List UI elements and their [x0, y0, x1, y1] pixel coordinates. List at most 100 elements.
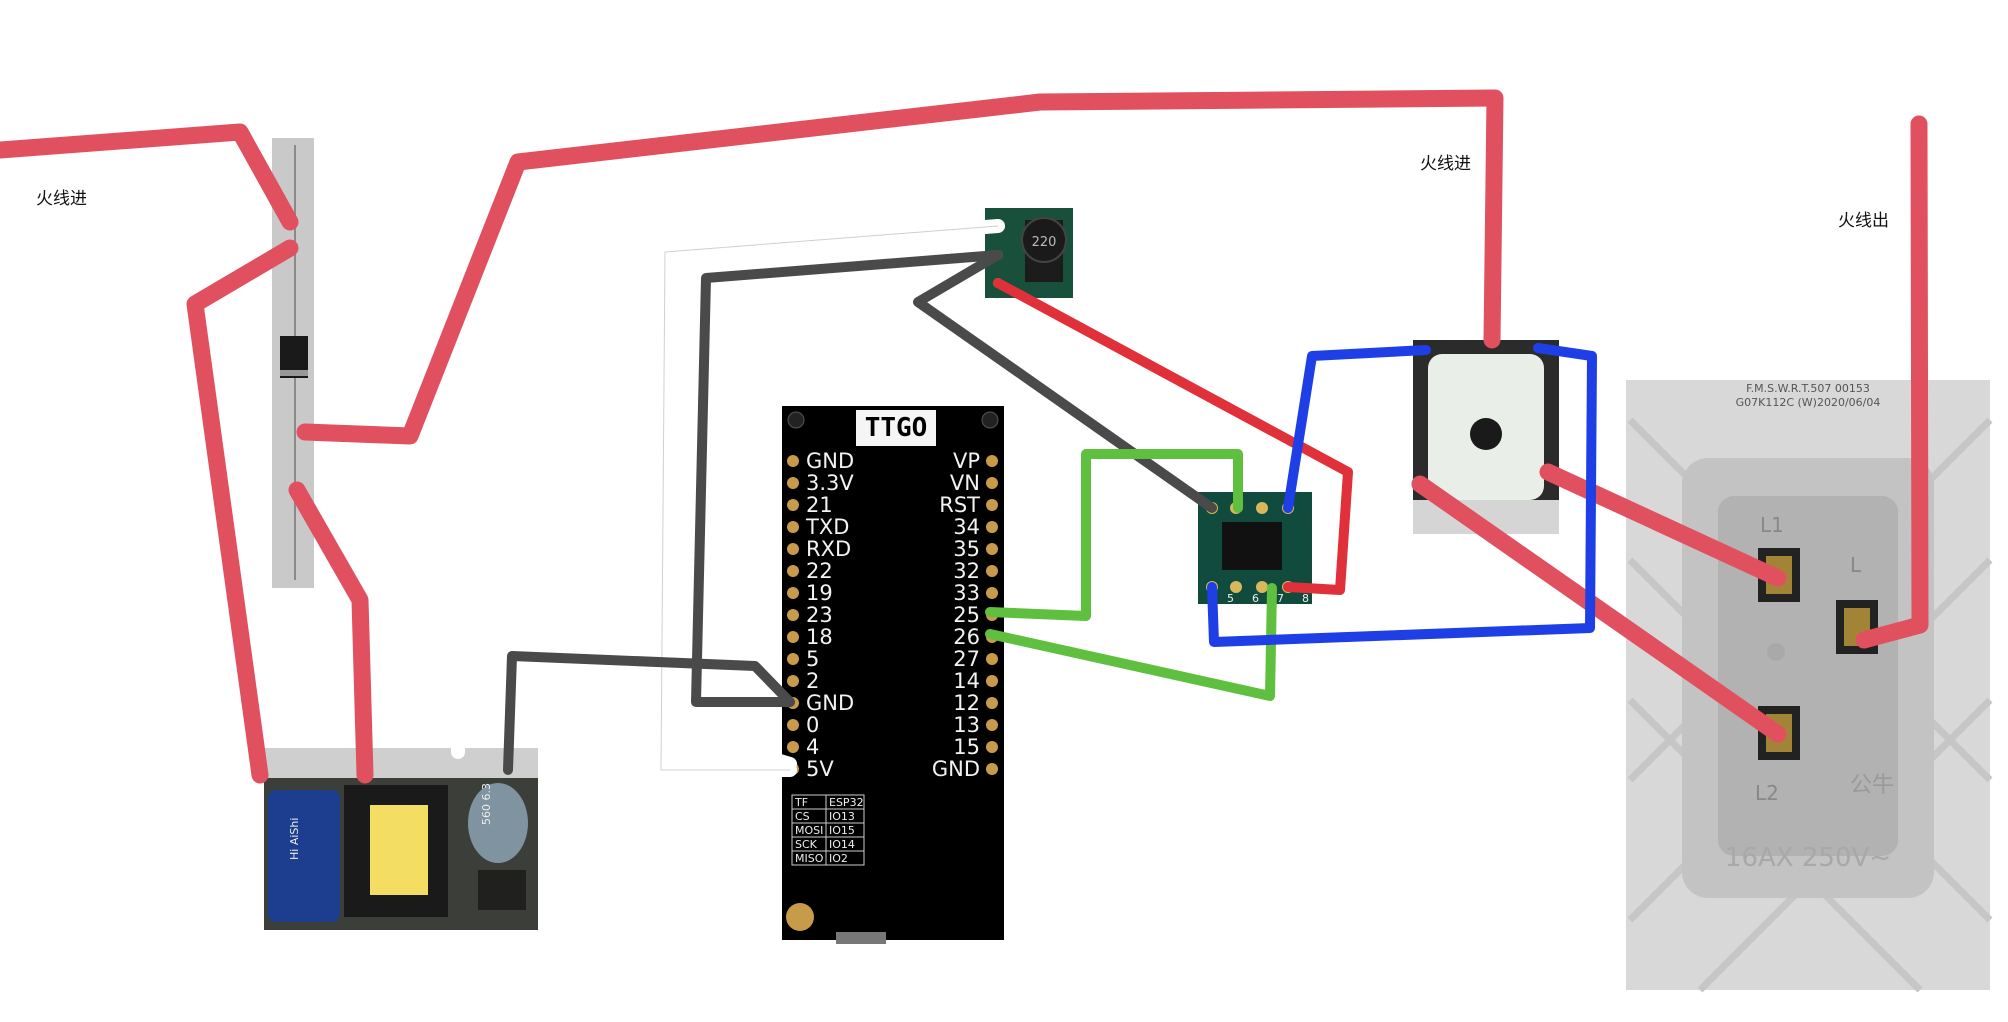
dcdc-module: 220 [985, 208, 1073, 298]
pin-table-cell: IO15 [829, 824, 855, 837]
pin-pad-right [986, 565, 998, 577]
pin-label-right: 14 [953, 669, 980, 693]
pin-label-right: 13 [953, 713, 980, 737]
pin-label-right: VN [950, 471, 980, 495]
ic-adapter: 5 6 7 8 [1198, 492, 1312, 605]
pin-pad-right [986, 741, 998, 753]
pin-label-left: 22 [806, 559, 833, 583]
svg-text:公牛: 公牛 [1850, 773, 1894, 798]
pin-pad-right [986, 719, 998, 731]
pin-pad-left [787, 477, 799, 489]
pin-pad-right [986, 543, 998, 555]
pin-label-left: TXD [805, 515, 849, 539]
svg-text:L1: L1 [1760, 513, 1784, 537]
cap-brand: Hi AiShi [288, 818, 301, 860]
pin-pad-right [986, 587, 998, 599]
svg-text:7: 7 [1277, 592, 1284, 605]
pin-label-right: 27 [953, 647, 980, 671]
pin-label-right: 26 [953, 625, 980, 649]
pin-pad-right [986, 653, 998, 665]
pin-label-right: 25 [953, 603, 980, 627]
pin-pad-right [986, 675, 998, 687]
pin-table-cell: IO13 [829, 810, 855, 823]
svg-text:5: 5 [1227, 592, 1234, 605]
live-wire-to-psu [186, 239, 299, 784]
pin-pad-left [787, 653, 799, 665]
svg-text:6: 6 [1252, 592, 1259, 605]
inductor [1021, 217, 1067, 263]
pin-pad-left [787, 675, 799, 687]
pin-pad-left [787, 499, 799, 511]
svg-text:16AX 250V~: 16AX 250V~ [1725, 843, 1891, 873]
svg-text:G07K112C (W)2020/06/04: G07K112C (W)2020/06/04 [1736, 396, 1881, 409]
live-in-label-left: 火线进 [36, 189, 87, 209]
pin-label-left: 2 [806, 669, 819, 693]
pin-label-right: 32 [953, 559, 980, 583]
ic-chip [1222, 522, 1282, 570]
pin-label-left: RXD [806, 537, 851, 561]
gnd-wire-dcdc [691, 250, 1003, 707]
pin-pad-left [787, 631, 799, 643]
pin-label-left: 19 [806, 581, 833, 605]
pin-label-left: 23 [806, 603, 833, 627]
pin-label-right: GND [932, 757, 980, 781]
live-wire-out [1855, 115, 1929, 649]
pin-table-cell: MOSI [795, 824, 823, 837]
pin-pad-right [986, 697, 998, 709]
live-wire-psu-right [288, 481, 374, 784]
gnd-wire-psu [503, 651, 795, 775]
pin-table-cell: IO2 [829, 852, 848, 865]
electrolytic-capacitor [268, 790, 340, 922]
pin-label-left: 4 [806, 735, 819, 759]
board-title-box [856, 410, 936, 446]
live-out-label: 火线出 [1838, 211, 1889, 231]
signal-wire-26 [985, 583, 1277, 701]
svg-text:220: 220 [1032, 235, 1057, 250]
pin-pad-right [986, 521, 998, 533]
relay-wire-right [1207, 343, 1597, 647]
pin-table-cell: TF [794, 796, 808, 809]
signal-wire-25 [985, 449, 1243, 621]
pin-pad-left [787, 587, 799, 599]
pin-label-left: 21 [806, 493, 833, 517]
pin-table-cell: MISO [795, 852, 824, 865]
live-in-label-right: 火线进 [1420, 154, 1471, 174]
svg-text:8: 8 [1302, 592, 1309, 605]
pin-label-right: 35 [953, 537, 980, 561]
pin-label-left: 5V [806, 757, 834, 781]
pin-table-cell: CS [795, 810, 810, 823]
pin-pad-left [787, 565, 799, 577]
pin-label-left: 3.3V [806, 471, 854, 495]
live-wire-input [0, 123, 299, 231]
white-wire-psu [451, 697, 797, 771]
pin-label-left: 0 [806, 713, 819, 737]
relay-wire-left [1283, 345, 1431, 513]
svg-text:560 6.3: 560 6.3 [480, 783, 493, 825]
pin-table-cell: IO14 [829, 838, 855, 851]
pin-pad-right [986, 455, 998, 467]
pin-pad-left [787, 609, 799, 621]
pin-label-right: 12 [953, 691, 980, 715]
white-wire-5v-outline [660, 225, 999, 771]
pin-label-right: VP [953, 449, 980, 473]
acdc-power-module: Hi AiShi 560 6.3 [264, 748, 538, 930]
gnd-wire-ic [913, 250, 1217, 513]
pin-pad-right [986, 477, 998, 489]
small-capacitor [468, 783, 528, 863]
wall-socket: F.M.S.W.R.T.507 00153 G07K112C (W)2020/0… [1626, 380, 1993, 993]
pin-pad-left [787, 455, 799, 467]
pin-table-cell: SCK [795, 838, 818, 851]
pin-pad-left [787, 543, 799, 555]
pin-table-cell: ESP32 [829, 796, 864, 809]
svg-text:L: L [1850, 553, 1862, 577]
board-title: TTGO [865, 413, 928, 443]
pin-label-left: GND [806, 691, 854, 715]
pin-label-right: 33 [953, 581, 980, 605]
pin-pad-right [986, 499, 998, 511]
pin-label-right: RST [939, 493, 980, 517]
live-wire-top [296, 89, 1504, 445]
pin-pad-left [787, 521, 799, 533]
live-wire-relay-l2 [1411, 475, 1787, 743]
